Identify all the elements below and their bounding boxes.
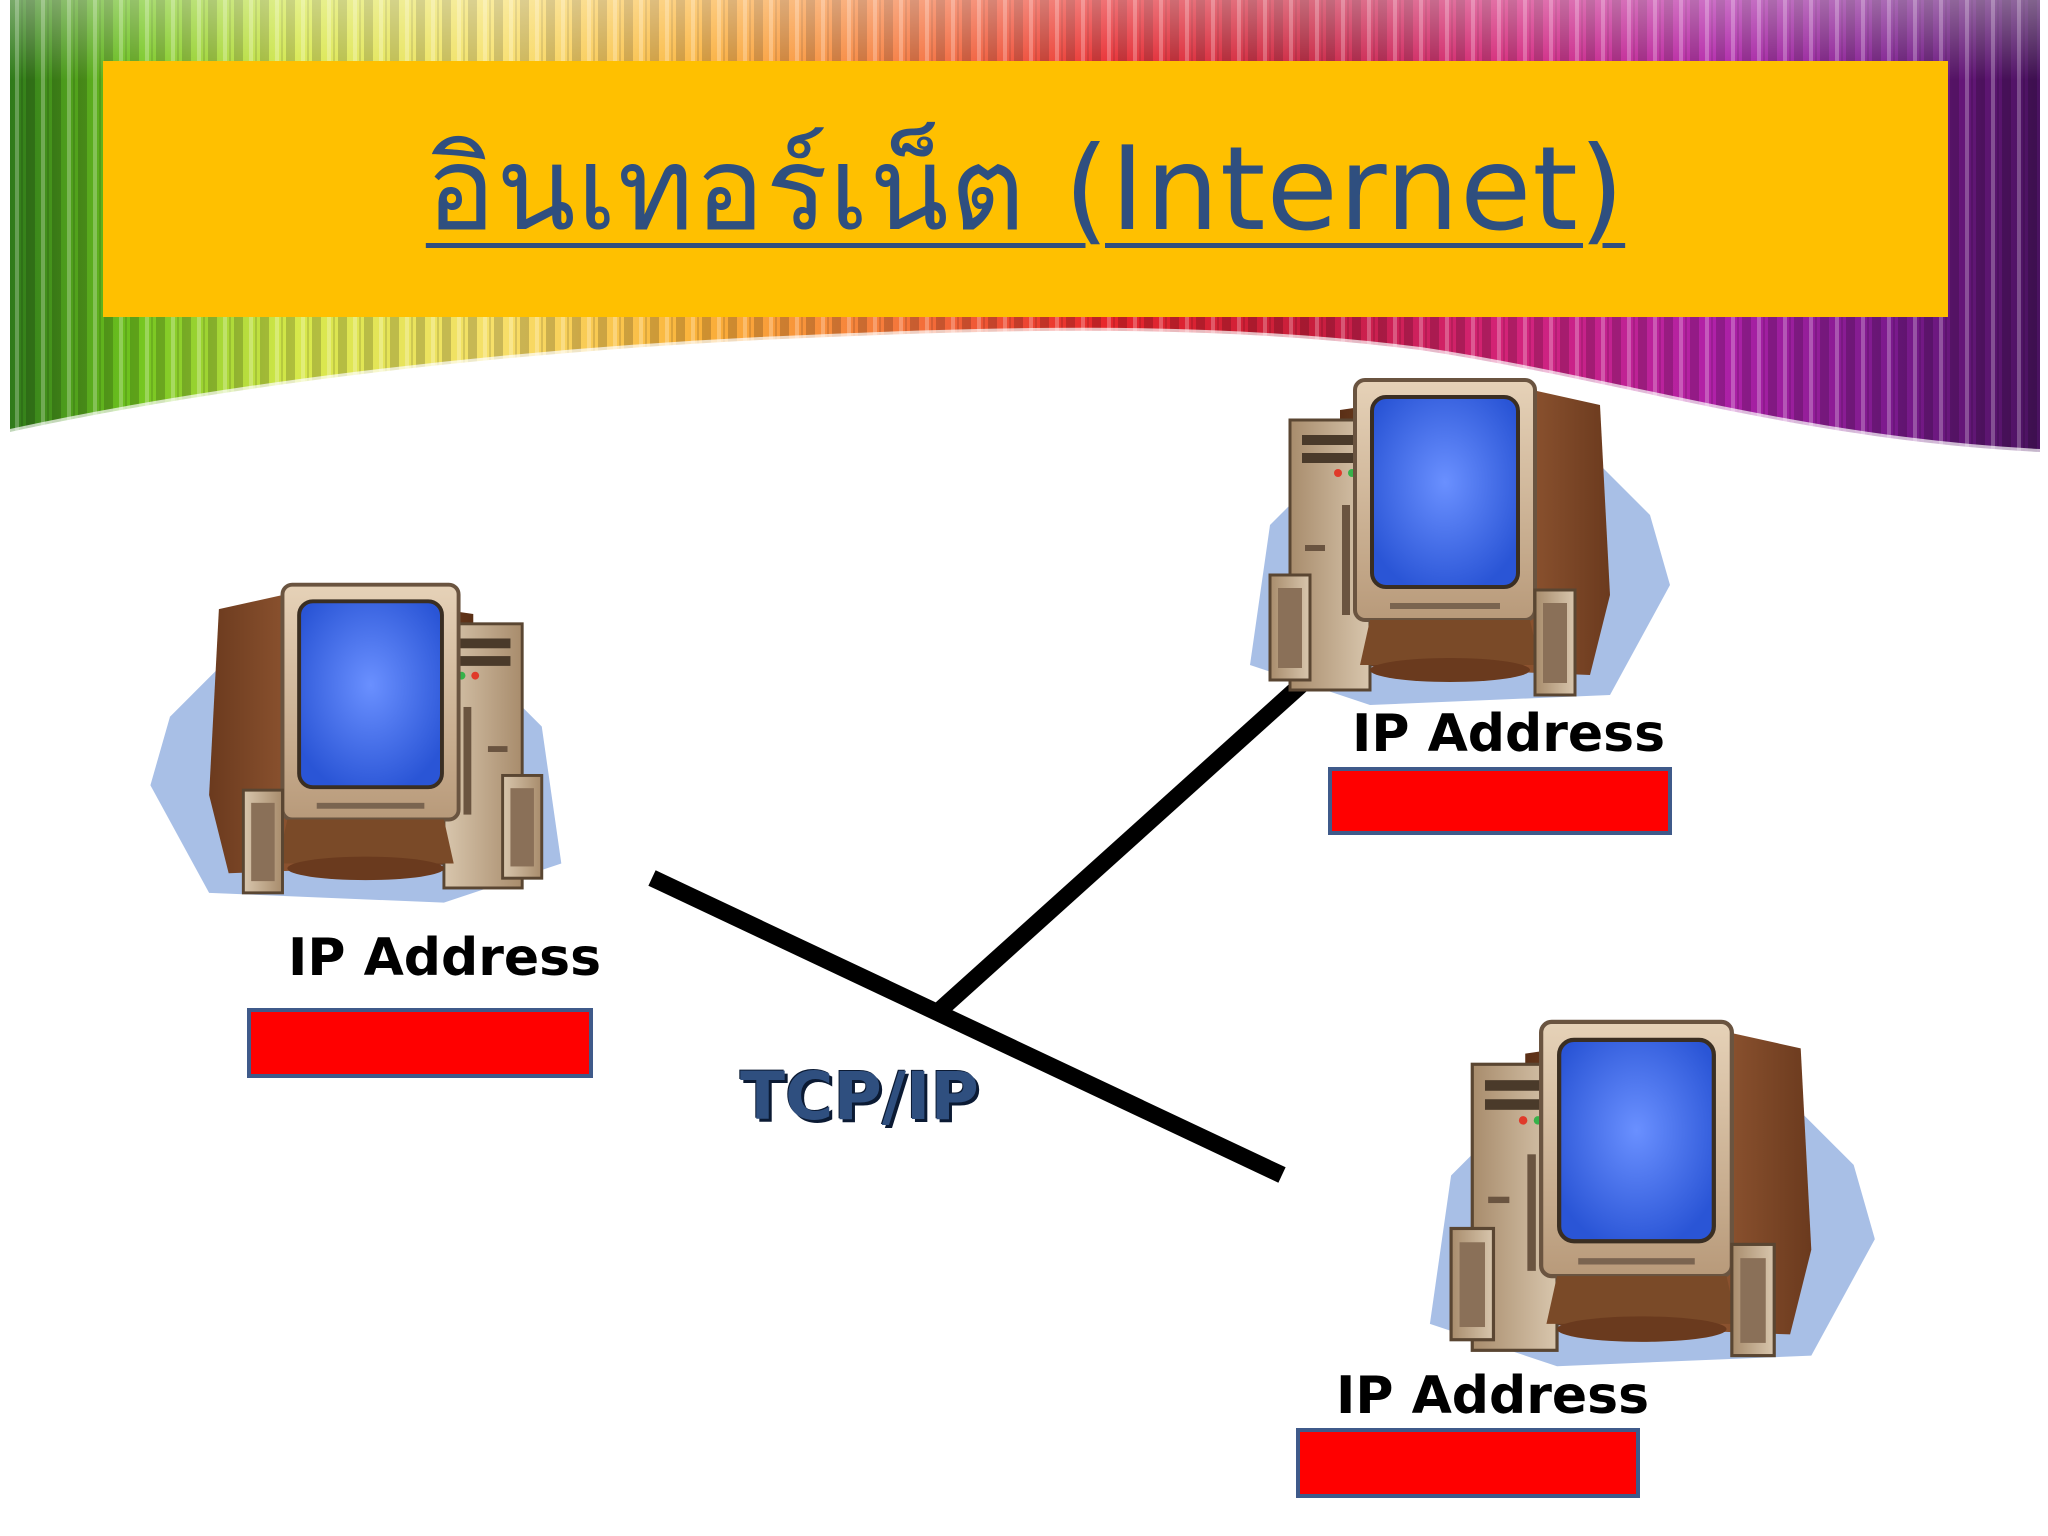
protocol-label: TCP/IP	[740, 1058, 979, 1135]
node-left-ip-box	[247, 1008, 593, 1078]
node-bottom-right-ip-label: IP Address	[1336, 1366, 1650, 1426]
node-top-right-ip-label: IP Address	[1352, 704, 1666, 764]
node-bottom-right-ip-box	[1296, 1428, 1640, 1498]
slide-title: อินเทอร์เน็ต (Internet)	[425, 122, 1626, 257]
node-top-right-ip-box	[1328, 767, 1672, 835]
node-left-ip-label: IP Address	[288, 928, 602, 988]
desktop-computer-icon	[150, 570, 640, 932]
desktop-computer-icon	[1170, 365, 1670, 735]
title-banner: อินเทอร์เน็ต (Internet)	[103, 61, 1948, 317]
desktop-computer-icon	[1345, 1006, 1875, 1398]
